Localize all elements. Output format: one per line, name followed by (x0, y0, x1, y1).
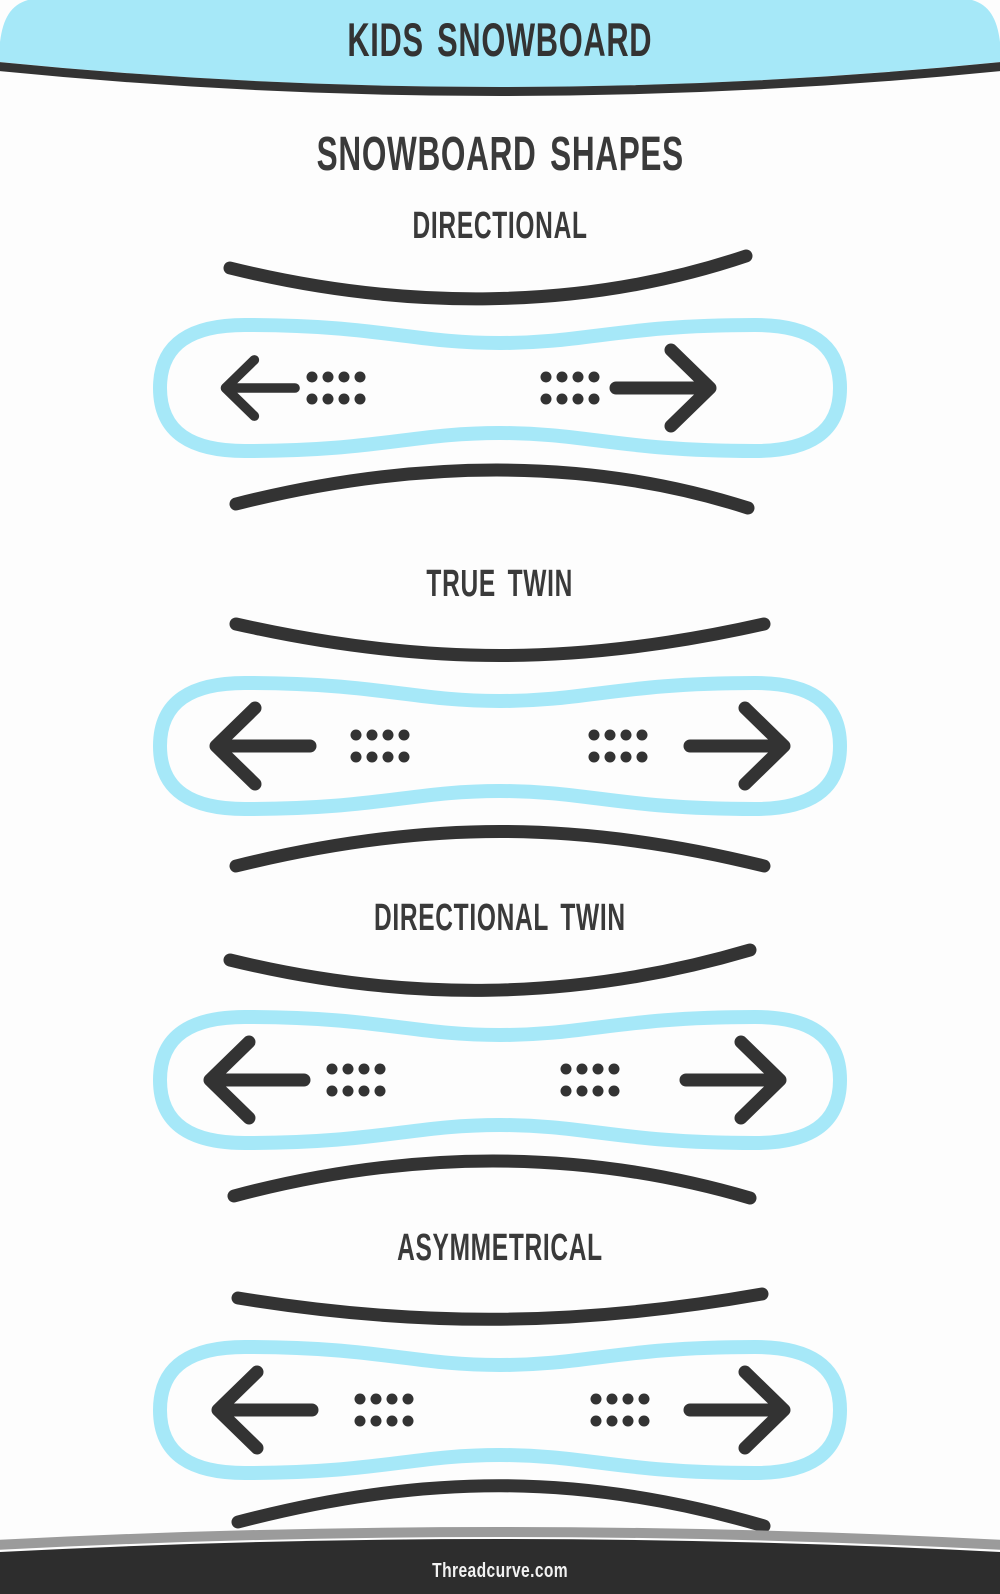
section-directional: DIRECTIONAL (0, 204, 1000, 518)
snowboard-diagram-directional (153, 249, 847, 515)
sidecut-bottom-curve (231, 1479, 771, 1533)
section-title-true-twin: TRUE TWIN (426, 562, 574, 605)
app-title: KIDS SNOWBOARD (0, 13, 1000, 67)
sidecut-bottom-curve (229, 463, 755, 515)
header-blue-panel (0, 0, 1000, 87)
sidecut-top-curve (231, 1287, 769, 1326)
snowboard-diagram-asymmetrical (153, 1287, 847, 1533)
snowboard-diagram-true-twin (153, 617, 847, 873)
sidecut-bottom-curve (229, 825, 771, 873)
snowboard-outline (153, 1010, 847, 1150)
footer-curve-graphic (0, 1527, 1000, 1594)
section-title-directional-twin: DIRECTIONAL TWIN (374, 896, 626, 939)
poster-body: SNOWBOARD SHAPES DIRECTIONAL TRUE TWIN (0, 100, 1000, 1540)
snowboard-diagram-directional-twin (153, 943, 847, 1205)
header-banner: KIDS SNOWBOARD (0, 0, 1000, 110)
sidecut-top-curve (223, 943, 757, 997)
site-credit-text: Threadcurve.com (432, 1560, 568, 1582)
section-asymmetrical: ASYMMETRICAL (0, 1226, 1000, 1540)
section-directional-twin: DIRECTIONAL TWIN (0, 896, 1000, 1210)
section-title-asymmetrical: ASYMMETRICAL (397, 1226, 603, 1269)
header-curve-graphic (0, 0, 1000, 96)
app-title-text: KIDS SNOWBOARD (347, 13, 653, 67)
footer-gray-stripe (0, 1527, 1000, 1550)
sidecut-top-curve (223, 249, 753, 306)
section-title-directional: DIRECTIONAL (412, 204, 588, 247)
sidecut-top-curve (229, 617, 771, 662)
footer-banner: Threadcurve.com (0, 1519, 1000, 1594)
snowboard-outline (153, 676, 847, 816)
snowboard-outline (153, 1340, 847, 1480)
section-true-twin: TRUE TWIN (0, 562, 1000, 876)
page-title: SNOWBOARD SHAPES (316, 125, 684, 181)
footer-dark-band (0, 1539, 1000, 1594)
header-edge-stroke (0, 62, 1000, 96)
sidecut-bottom-curve (227, 1154, 757, 1205)
site-credit: Threadcurve.com (0, 1560, 1000, 1583)
